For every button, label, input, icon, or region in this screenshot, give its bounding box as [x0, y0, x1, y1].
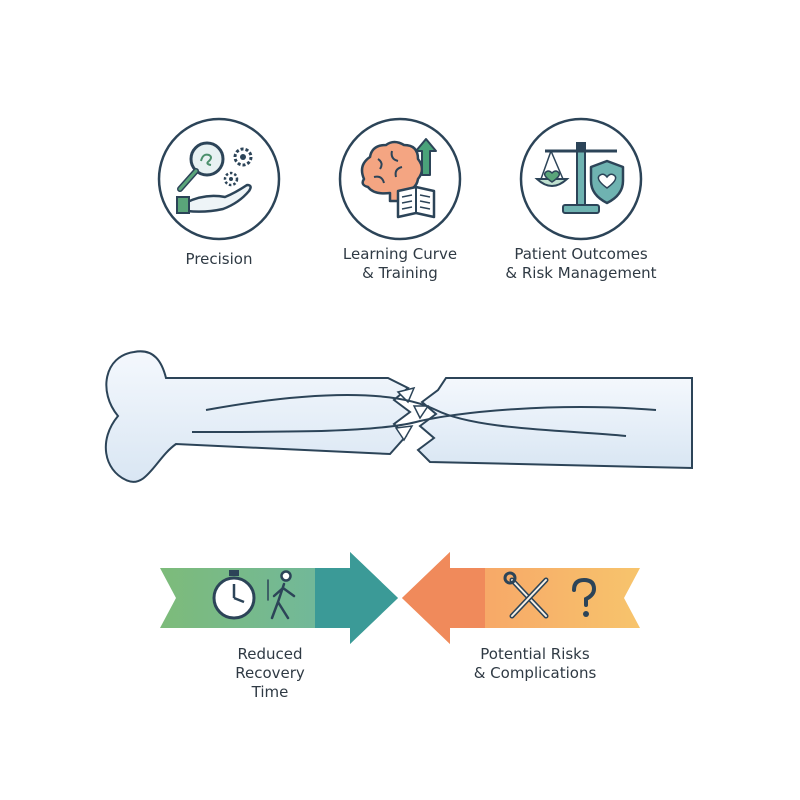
potential-risks-label: Potential Risks & Complications	[473, 645, 597, 682]
scale-heart-shield-icon	[519, 117, 643, 241]
magnifier-hand-gears-icon	[157, 117, 281, 241]
walking-person-icon	[267, 570, 296, 620]
fixation-wire-upper	[205, 394, 627, 437]
reduced-recovery-label: Reduced Recovery Time	[235, 645, 305, 701]
question-mark-icon	[572, 577, 597, 617]
right-bone-fragment	[416, 377, 693, 470]
tools-icon	[503, 571, 549, 619]
tradeoff-arrows	[160, 552, 640, 644]
fractured-bone-diagram	[104, 350, 693, 483]
learning-curve-label: Learning Curve & Training	[342, 245, 458, 282]
brain-book-arrow-icon	[338, 117, 462, 241]
patient-outcomes-label: Patient Outcomes & Risk Management	[505, 245, 657, 282]
fixation-wire-lower	[191, 406, 657, 433]
stopwatch-icon	[212, 570, 256, 620]
left-bone-fragment	[104, 350, 412, 483]
precision-label: Precision	[185, 250, 253, 268]
